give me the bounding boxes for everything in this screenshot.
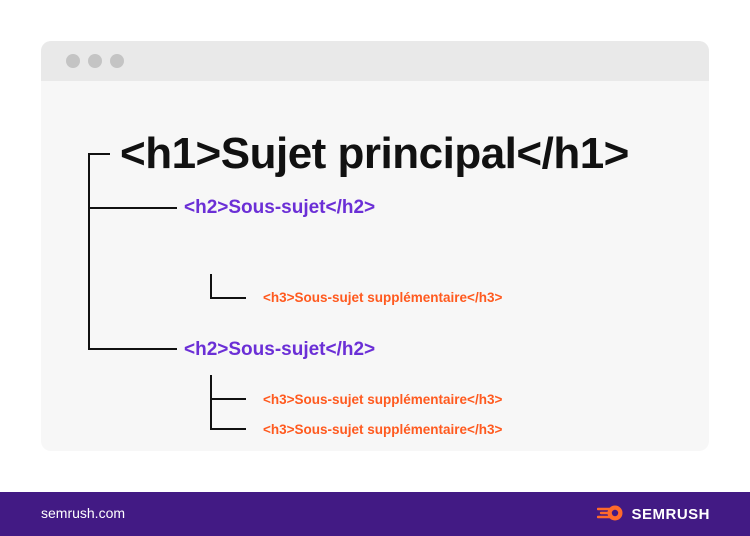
h3-connector-3 bbox=[210, 428, 246, 430]
h3-vertical-connector-1 bbox=[210, 274, 212, 299]
h3-connector-2 bbox=[210, 398, 246, 400]
h3-heading-1: <h3>Sous-sujet supplémentaire</h3> bbox=[263, 290, 503, 305]
semrush-fireball-icon bbox=[597, 502, 625, 527]
h3-heading-3: <h3>Sous-sujet supplémentaire</h3> bbox=[263, 422, 503, 437]
h1-tick-connector bbox=[88, 153, 110, 155]
h2-connector-2 bbox=[88, 348, 177, 350]
window-titlebar bbox=[41, 41, 709, 81]
footer-url: semrush.com bbox=[41, 505, 126, 521]
h3-heading-2: <h3>Sous-sujet supplémentaire</h3> bbox=[263, 392, 503, 407]
window-dot-3-icon bbox=[110, 54, 124, 68]
h2-heading-1: <h2>Sous-sujet</h2> bbox=[184, 197, 376, 218]
brand-logo: SEMRUSH bbox=[597, 503, 710, 525]
window-dot-2-icon bbox=[88, 54, 102, 68]
h2-heading-2: <h2>Sous-sujet</h2> bbox=[184, 339, 376, 360]
heading-hierarchy-diagram: <h1>Sujet principal</h1> <h2>Sous-sujet<… bbox=[41, 81, 709, 451]
h2-connector-1 bbox=[88, 207, 177, 209]
h1-vertical-connector bbox=[88, 153, 90, 350]
h3-vertical-connector-2 bbox=[210, 375, 212, 430]
browser-window: <h1>Sujet principal</h1> <h2>Sous-sujet<… bbox=[41, 41, 709, 451]
brand-name: SEMRUSH bbox=[631, 505, 710, 523]
window-dot-1-icon bbox=[66, 54, 80, 68]
h1-heading: <h1>Sujet principal</h1> bbox=[120, 129, 629, 178]
footer-bar: semrush.com SEMRUSH bbox=[0, 492, 750, 536]
h3-connector-1 bbox=[210, 297, 246, 299]
